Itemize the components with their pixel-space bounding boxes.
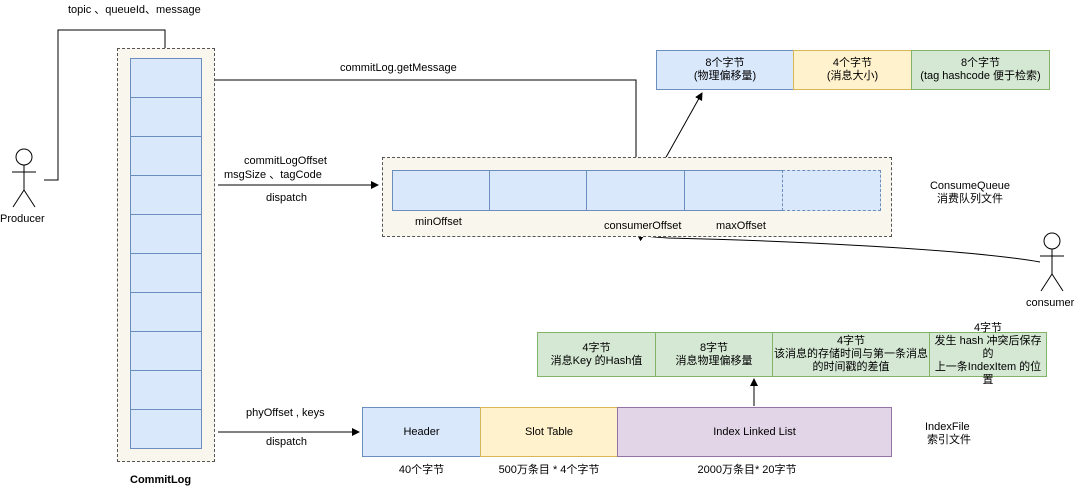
index-item-time-diff: 4字节该消息的存储时间与第一条消息的时间戳的差值 [772, 332, 930, 377]
consumer-label: consumer [1026, 297, 1075, 309]
index-item-desc: 消息Key 的Hash值 [550, 354, 643, 367]
consume-queue-title-line2: 消费队列文件 [937, 193, 1003, 205]
commitlog-cell [130, 175, 202, 215]
cq-entry-phy-offset: 8个字节(物理偏移量) [656, 50, 794, 90]
index-linked-list-section: Index Linked List [617, 407, 892, 457]
index-item-size: 8字节 [699, 341, 729, 354]
cq-cell-consumer-offset [586, 170, 685, 211]
commitlog-cell [130, 58, 202, 98]
commitlog-label: CommitLog [130, 474, 192, 486]
commitlog-cell [130, 136, 202, 176]
min-offset-label: minOffset [415, 216, 462, 228]
index-slot-table-size: 500万条目 * 4个字节 [498, 464, 600, 476]
index-item-size: 4字节 [836, 335, 866, 347]
commitlog-cell [130, 292, 202, 332]
entry-detail-arrow [659, 92, 703, 169]
cq-entry-msg-size: 4个字节(消息大小) [793, 50, 912, 90]
cq-dispatch-label: dispatch [266, 192, 307, 204]
cq-entry-tag-hashcode: 8个字节(tag hashcode 便于检索) [911, 50, 1050, 90]
get-message-label: commitLog.getMessage [340, 62, 457, 74]
cq-entry-desc: (tag hashcode 便于检索) [920, 70, 1041, 82]
index-item-desc: 发生 hash 冲突后保存的 [934, 335, 1042, 360]
message-fields-label: topic 、queueId、message [68, 4, 201, 16]
index-item-desc: 的时间戳的差值 [812, 361, 890, 373]
cq-params-line2: msgSize 、tagCode [224, 169, 322, 181]
if-params-label: phyOffset , keys [246, 407, 325, 419]
commitlog-cell [130, 409, 202, 449]
cq-entry-size: 8个字节 [705, 57, 745, 69]
cq-cell [489, 170, 587, 211]
commitlog-cell [130, 253, 202, 293]
commitlog-cell [130, 370, 202, 410]
index-slot-table-section: Slot Table [480, 407, 618, 457]
index-file-title: IndexFile 索引文件 [925, 421, 995, 447]
if-dispatch-label: dispatch [266, 436, 307, 448]
index-item-desc: 上一条IndexItem 的位置 [934, 361, 1042, 386]
commitlog-column [130, 58, 202, 449]
cq-cell [392, 170, 490, 211]
index-linked-list-size: 2000万条目* 20字节 [697, 464, 797, 476]
cq-entry-size: 8个字节 [960, 57, 1001, 69]
cq-entry-desc: (物理偏移量) [693, 70, 757, 82]
index-file-title-line2: 索引文件 [927, 434, 971, 446]
consumer-icon [1040, 232, 1064, 292]
cq-cell [684, 170, 783, 211]
index-item-key-hash: 4字节消息Key 的Hash值 [537, 332, 656, 377]
index-item-prev-index: 4字节发生 hash 冲突后保存的上一条IndexItem 的位置 [929, 322, 1047, 386]
index-file-title-line1: IndexFile [925, 421, 970, 433]
get-message-arrow [202, 76, 637, 170]
index-item-desc: 消息物理偏移量 [675, 354, 753, 367]
cq-params-line1: commitLogOffset [244, 155, 327, 167]
index-header-size: 40个字节 [398, 464, 445, 476]
consume-queue-title-line1: ConsumeQueue [929, 180, 1011, 192]
producer-label: Producer [0, 213, 45, 225]
index-header-section: Header [362, 407, 481, 457]
max-offset-label: maxOffset [716, 220, 766, 232]
index-item-size: 4字节 [582, 341, 611, 354]
index-item-desc: 该消息的存储时间与第一条消息 [774, 348, 928, 360]
index-item-phy-offset: 8字节消息物理偏移量 [655, 332, 773, 377]
consumer-to-offset-arrow [636, 233, 1041, 263]
consumer-offset-label: consumerOffset [604, 220, 682, 232]
index-item-size: 4字节 [973, 322, 1003, 334]
consume-queue-cells [392, 170, 883, 211]
cq-cell-empty [782, 170, 881, 211]
cq-entry-size: 4个字节 [832, 57, 873, 69]
commitlog-cell [130, 331, 202, 371]
producer-to-commitlog-arrow [44, 29, 169, 181]
cq-entry-desc: (消息大小) [826, 70, 879, 82]
commitlog-cell [130, 97, 202, 137]
commitlog-cell [130, 214, 202, 254]
consume-queue-title: ConsumeQueue 消费队列文件 [915, 180, 1025, 206]
producer-icon [12, 148, 36, 208]
